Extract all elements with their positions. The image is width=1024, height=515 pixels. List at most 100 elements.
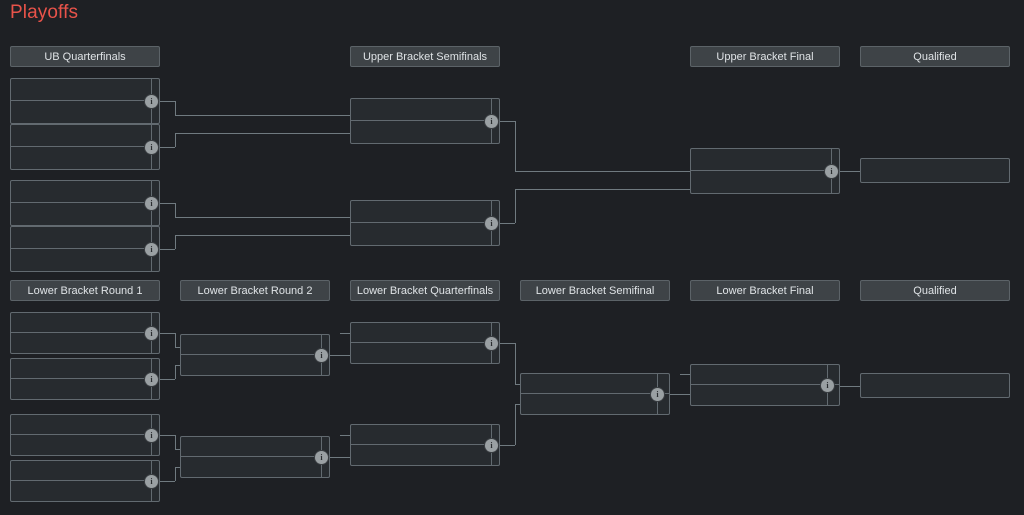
connector-ubqf1-in xyxy=(175,115,350,116)
info-icon[interactable]: i xyxy=(315,451,328,464)
round-header-lb-5[interactable]: Qualified xyxy=(860,280,1010,301)
info-icon[interactable]: i xyxy=(145,475,158,488)
lb-quarterfinal-1[interactable]: i xyxy=(350,322,500,364)
round-header-lb-1[interactable]: Lower Bracket Round 2 xyxy=(180,280,330,301)
team-slot-bottom[interactable] xyxy=(11,333,159,353)
info-icon[interactable]: i xyxy=(145,95,158,108)
info-icon[interactable]: i xyxy=(485,115,498,128)
team-slot-bottom[interactable] xyxy=(351,343,499,363)
ub-qualified-slot[interactable] xyxy=(860,158,1010,183)
info-icon[interactable]: i xyxy=(145,243,158,256)
team-slot-bottom[interactable] xyxy=(11,101,159,123)
team-slot-bottom[interactable] xyxy=(691,171,839,193)
info-icon[interactable]: i xyxy=(485,217,498,230)
info-icon[interactable]: i xyxy=(825,165,838,178)
lb-round2-match-1[interactable]: i xyxy=(180,334,330,376)
lb-qualified-slot[interactable] xyxy=(860,373,1010,398)
info-icon[interactable]: i xyxy=(485,439,498,452)
team-slot-top[interactable] xyxy=(691,365,839,385)
team-slot-top[interactable] xyxy=(11,415,159,435)
round-header-label: Lower Bracket Round 2 xyxy=(197,284,313,297)
connector-ubqf2-rise xyxy=(175,133,176,147)
team-slot-top[interactable] xyxy=(11,181,159,203)
connector-ubqf4-in xyxy=(175,235,350,236)
round-header-ub-3[interactable]: Qualified xyxy=(860,46,1010,67)
round-header-label: UB Quarterfinals xyxy=(44,50,126,63)
info-icon[interactable]: i xyxy=(821,379,834,392)
lb-quarterfinal-2[interactable]: i xyxy=(350,424,500,466)
team-slot-top[interactable] xyxy=(11,227,159,249)
team-slot-top[interactable] xyxy=(691,149,839,171)
team-slot-top[interactable] xyxy=(521,374,669,394)
team-slot-top[interactable] xyxy=(351,99,499,121)
team-slot-bottom[interactable] xyxy=(11,203,159,225)
team-slot-top[interactable] xyxy=(351,323,499,343)
connector-lbr2m1-out xyxy=(330,355,350,356)
info-icon[interactable]: i xyxy=(145,429,158,442)
lb-round1-match-1[interactable]: i xyxy=(10,312,160,354)
connector-lbr1m1-drop xyxy=(175,333,176,347)
team-slot-bottom[interactable] xyxy=(11,481,159,501)
round-header-label: Upper Bracket Final xyxy=(716,50,814,63)
info-icon[interactable]: i xyxy=(485,337,498,350)
info-icon[interactable]: i xyxy=(145,197,158,210)
round-header-label: Upper Bracket Semifinals xyxy=(362,50,488,63)
lb-round1-match-4[interactable]: i xyxy=(10,460,160,502)
team-slot-top[interactable] xyxy=(11,313,159,333)
ub-semifinal-1[interactable]: i xyxy=(350,98,500,144)
info-icon[interactable]: i xyxy=(145,373,158,386)
connector-lbr1m2-out xyxy=(160,379,175,380)
team-slot-top[interactable] xyxy=(181,335,329,355)
team-slot-bottom[interactable] xyxy=(11,147,159,169)
connector-ubqf2-in xyxy=(175,133,350,134)
round-header-lb-0[interactable]: Lower Bracket Round 1 xyxy=(10,280,160,301)
team-slot-top[interactable] xyxy=(11,125,159,147)
team-slot-top[interactable] xyxy=(11,79,159,101)
lb-semifinal[interactable]: i xyxy=(520,373,670,415)
round-header-ub-0[interactable]: UB Quarterfinals xyxy=(10,46,160,67)
ub-semifinal-2[interactable]: i xyxy=(350,200,500,246)
round-header-lb-2[interactable]: Lower Bracket Quarterfinals xyxy=(350,280,500,301)
lb-final[interactable]: i xyxy=(690,364,840,406)
info-icon[interactable]: i xyxy=(651,388,664,401)
info-icon[interactable]: i xyxy=(145,141,158,154)
info-icon[interactable]: i xyxy=(145,327,158,340)
team-slot-bottom[interactable] xyxy=(351,121,499,143)
round-header-label: Qualified xyxy=(913,284,957,297)
team-slot-top[interactable] xyxy=(351,201,499,223)
team-slot-bottom[interactable] xyxy=(181,457,329,477)
connector-ubfinal-to-qualified xyxy=(840,171,860,172)
team-slot-top[interactable] xyxy=(11,461,159,481)
team-slot-top[interactable] xyxy=(11,359,159,379)
ub-quarterfinal-1[interactable]: i xyxy=(10,78,160,124)
ub-quarterfinal-2[interactable]: i xyxy=(10,124,160,170)
round-header-ub-2[interactable]: Upper Bracket Final xyxy=(690,46,840,67)
team-slot-bottom[interactable] xyxy=(691,385,839,405)
round-header-ub-1[interactable]: Upper Bracket Semifinals xyxy=(350,46,500,67)
connector-ubqf4-out xyxy=(160,249,175,250)
connector-lbr1m3-in xyxy=(175,449,180,450)
team-slot-bottom[interactable] xyxy=(11,379,159,399)
lb-round1-match-3[interactable]: i xyxy=(10,414,160,456)
team-slot-bottom[interactable] xyxy=(181,355,329,375)
lb-round2-match-2[interactable]: i xyxy=(180,436,330,478)
team-slot-bottom[interactable] xyxy=(351,445,499,465)
team-slot-top[interactable] xyxy=(351,425,499,445)
team-slot-top[interactable] xyxy=(181,437,329,457)
connector-ubqf3-in xyxy=(175,217,350,218)
connector-lbr1m1-in xyxy=(175,347,180,348)
lb-round1-match-2[interactable]: i xyxy=(10,358,160,400)
team-slot-bottom[interactable] xyxy=(11,249,159,271)
round-header-lb-3[interactable]: Lower Bracket Semifinal xyxy=(520,280,670,301)
round-header-lb-4[interactable]: Lower Bracket Final xyxy=(690,280,840,301)
team-slot-bottom[interactable] xyxy=(11,435,159,455)
ub-quarterfinal-4[interactable]: i xyxy=(10,226,160,272)
connector-lbqf2-feed-top xyxy=(340,435,350,436)
info-icon[interactable]: i xyxy=(315,349,328,362)
round-header-label: Lower Bracket Quarterfinals xyxy=(356,284,494,297)
ub-quarterfinal-3[interactable]: i xyxy=(10,180,160,226)
connector-lbr1m4-rise xyxy=(175,467,176,481)
ub-final[interactable]: i xyxy=(690,148,840,194)
team-slot-bottom[interactable] xyxy=(521,394,669,414)
team-slot-bottom[interactable] xyxy=(351,223,499,245)
